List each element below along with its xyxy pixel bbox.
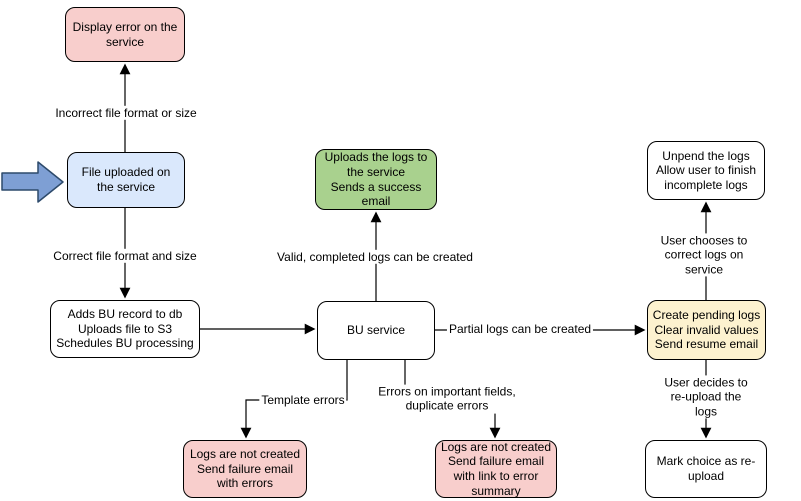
node-adds-bu-record: Adds BU record to db Uploads file to S3 … — [50, 300, 200, 358]
edge-label-valid-completed: Valid, completed logs can be created — [275, 249, 475, 265]
node-logs-not-created-summary: Logs are not created Send failure email … — [435, 440, 557, 498]
edge-label-incorrect-format: Incorrect file format or size — [53, 105, 199, 121]
edge-label-important-field-errors: Errors on important fields, duplicate er… — [376, 384, 518, 414]
node-display-error: Display error on the service — [65, 7, 185, 62]
edge-label-user-reuploads: User decides to re-upload the logs — [658, 375, 754, 419]
node-file-uploaded: File uploaded on the service — [67, 152, 185, 208]
edge-label-template-errors: Template errors — [259, 392, 347, 408]
edge-label-partial-logs: Partial logs can be created — [446, 321, 594, 337]
node-bu-service: BU service — [317, 301, 435, 360]
node-unpend-logs: Unpend the logs Allow user to finish inc… — [647, 141, 765, 200]
node-create-pending-logs: Create pending logs Clear invalid values… — [647, 300, 766, 360]
edge-label-correct-format: Correct file format and size — [51, 248, 199, 264]
node-mark-reupload: Mark choice as re-upload — [645, 440, 767, 498]
node-logs-not-created-errors: Logs are not created Send failure email … — [183, 440, 307, 498]
edge-label-user-corrects-on-service: User chooses to correct logs on service — [655, 233, 753, 277]
node-uploads-logs-success: Uploads the logs to the service Sends a … — [315, 149, 437, 210]
